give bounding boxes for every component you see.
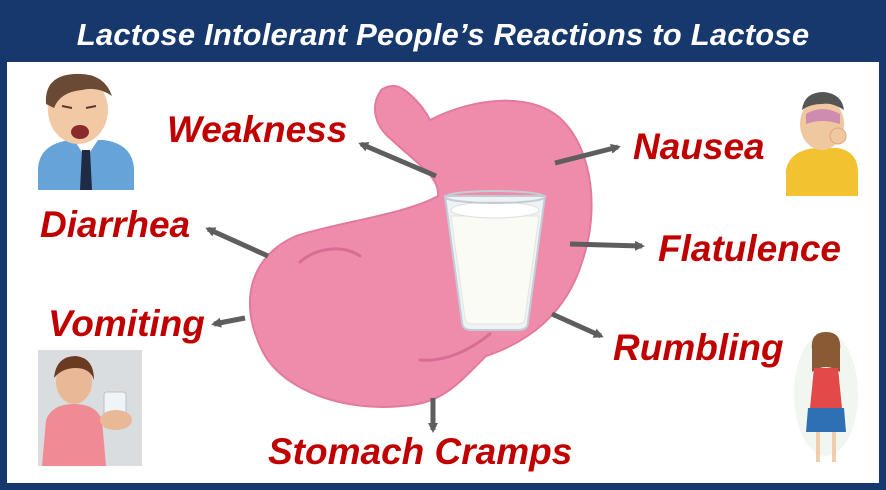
arrow-rumbling bbox=[550, 311, 604, 339]
girl-stomach-ache-icon bbox=[794, 332, 858, 462]
label-stomach-cramps: Stomach Cramps bbox=[268, 431, 573, 472]
arrow-nausea bbox=[554, 143, 621, 166]
label-rumbling: Rumbling bbox=[613, 327, 784, 368]
nauseous-man-icon bbox=[786, 92, 858, 196]
arrow-diarrhea bbox=[205, 226, 270, 259]
label-flatulence: Flatulence bbox=[658, 228, 841, 269]
arrow-vomiting bbox=[211, 315, 246, 328]
arrow-flatulence bbox=[569, 240, 645, 251]
sick-man-icon bbox=[38, 73, 134, 190]
title-bar: Lactose Intolerant People’s Reactions to… bbox=[7, 7, 879, 62]
woman-refusing-milk-icon bbox=[38, 350, 142, 466]
arrow-weakness bbox=[358, 141, 437, 179]
label-weakness: Weakness bbox=[167, 109, 348, 150]
milk-glass-icon bbox=[443, 190, 547, 331]
label-diarrhea: Diarrhea bbox=[40, 204, 191, 245]
label-nausea: Nausea bbox=[633, 126, 765, 167]
diagram-title: Lactose Intolerant People’s Reactions to… bbox=[76, 16, 810, 52]
label-vomiting: Vomiting bbox=[48, 303, 205, 344]
